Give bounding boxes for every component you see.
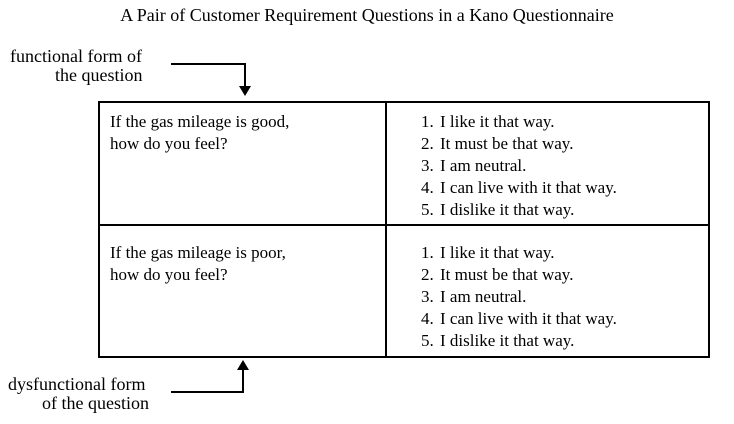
functional-arrow-vertical-line xyxy=(244,63,246,88)
up-arrowhead-icon xyxy=(237,360,249,370)
figure-title: A Pair of Customer Requirement Questions… xyxy=(120,5,614,25)
option-item: 1. I like it that way. xyxy=(421,242,708,264)
option-text: I can live with it that way. xyxy=(440,178,617,197)
option-number: 2. xyxy=(421,134,434,153)
down-arrowhead-icon xyxy=(239,86,251,96)
option-item: 2. It must be that way. xyxy=(421,133,708,155)
option-number: 3. xyxy=(421,287,434,306)
dysfunctional-question-cell: If the gas mileage is poor, how do you f… xyxy=(100,226,387,356)
dysfunctional-arrow-vertical-line xyxy=(242,370,244,393)
option-number: 5. xyxy=(421,200,434,219)
option-text: It must be that way. xyxy=(440,265,574,284)
option-number: 2. xyxy=(421,265,434,284)
functional-arrow-horizontal-line xyxy=(171,63,246,65)
option-number: 3. xyxy=(421,156,434,175)
option-item: 4. I can live with it that way. xyxy=(421,308,708,330)
option-number: 4. xyxy=(421,309,434,328)
option-text: I dislike it that way. xyxy=(440,331,575,350)
functional-question-cell: If the gas mileage is good, how do you f… xyxy=(100,103,387,226)
option-text: I like it that way. xyxy=(440,243,555,262)
dysfunctional-arrow-horizontal-line xyxy=(171,391,244,393)
option-item: 3. I am neutral. xyxy=(421,286,708,308)
option-text: It must be that way. xyxy=(440,134,574,153)
option-text: I am neutral. xyxy=(440,156,527,175)
option-text: I dislike it that way. xyxy=(440,200,575,219)
option-item: 5. I dislike it that way. xyxy=(421,330,708,352)
option-text: I like it that way. xyxy=(440,112,555,131)
dysfunctional-label-line2: of the question xyxy=(42,393,149,413)
option-item: 5. I dislike it that way. xyxy=(421,199,708,221)
option-text: I am neutral. xyxy=(440,287,527,306)
option-item: 2. It must be that way. xyxy=(421,264,708,286)
option-number: 1. xyxy=(421,112,434,131)
option-number: 5. xyxy=(421,331,434,350)
option-number: 1. xyxy=(421,243,434,262)
option-number: 4. xyxy=(421,178,434,197)
option-text: I can live with it that way. xyxy=(440,309,617,328)
option-item: 4. I can live with it that way. xyxy=(421,177,708,199)
dysfunctional-label-line1: dysfunctional form xyxy=(8,374,146,394)
functional-options-cell: 1. I like it that way. 2. It must be that … xyxy=(387,103,708,226)
kano-question-table: If the gas mileage is good, how do you f… xyxy=(98,101,710,358)
option-item: 1. I like it that way. xyxy=(421,111,708,133)
dysfunctional-options-cell: 1. I like it that way. 2. It must be that … xyxy=(387,226,708,356)
option-item: 3. I am neutral. xyxy=(421,155,708,177)
functional-label-line1: functional form of xyxy=(10,46,142,66)
functional-label-line2: the question xyxy=(55,65,143,85)
